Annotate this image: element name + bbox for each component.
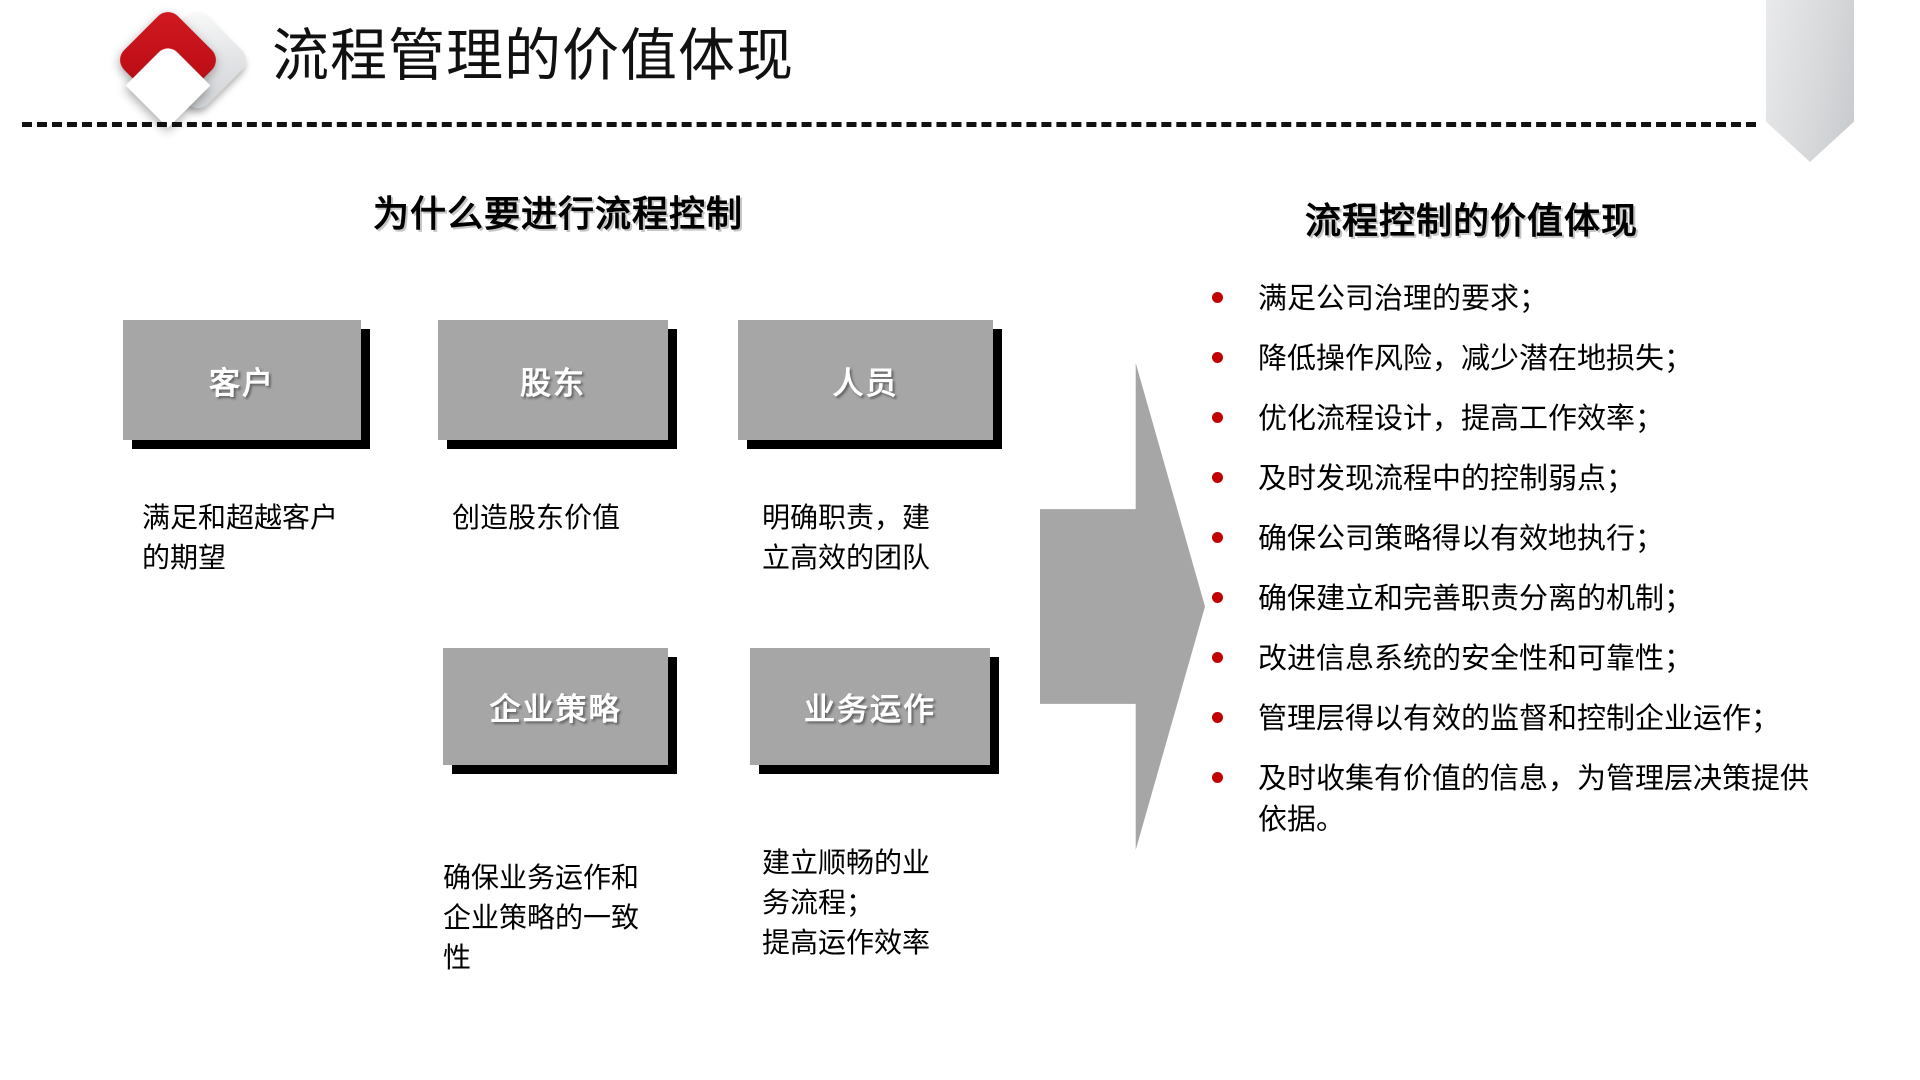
stakeholder-box-label: 客户 xyxy=(209,365,275,402)
right-arrow-icon xyxy=(1040,363,1205,850)
list-item: 及时发现流程中的控制弱点； xyxy=(1212,458,1832,499)
list-item-label: 管理层得以有效的监督和控制企业运作； xyxy=(1258,701,1781,735)
list-item-label: 降低操作风险，减少潜在地损失； xyxy=(1258,341,1694,375)
list-item: 优化流程设计，提高工作效率； xyxy=(1212,398,1832,439)
list-item: 改进信息系统的安全性和可靠性； xyxy=(1212,638,1832,679)
stakeholder-caption-operation: 建立顺畅的业 务流程； 提高运作效率 xyxy=(762,846,931,959)
stakeholder-box-customer[interactable]: 客户 xyxy=(123,320,361,440)
stakeholder-box-staff[interactable]: 人员 xyxy=(738,320,993,440)
list-item-label: 及时发现流程中的控制弱点； xyxy=(1258,461,1636,495)
list-item: 满足公司治理的要求； xyxy=(1212,278,1832,319)
stakeholder-caption-shareholder: 创造股东价值 xyxy=(452,501,621,534)
value-points-list: 满足公司治理的要求； 降低操作风险，减少潜在地损失； 优化流程设计，提高工作效率… xyxy=(1212,278,1832,859)
list-item: 降低操作风险，减少潜在地损失； xyxy=(1212,338,1832,379)
list-item-label: 改进信息系统的安全性和可靠性； xyxy=(1258,641,1694,675)
ribbon-icon xyxy=(1766,0,1854,162)
list-item: 确保公司策略得以有效地执行； xyxy=(1212,518,1832,559)
list-item: 管理层得以有效的监督和控制企业运作； xyxy=(1212,698,1832,739)
slide-header: 流程管理的价值体现 xyxy=(0,0,1920,162)
bullet-icon xyxy=(1212,352,1223,363)
stakeholder-box-strategy[interactable]: 企业策略 xyxy=(443,648,668,765)
bullet-icon xyxy=(1212,532,1223,543)
bullet-icon xyxy=(1212,412,1223,423)
bullet-icon xyxy=(1212,472,1223,483)
list-item-label: 满足公司治理的要求； xyxy=(1258,281,1549,315)
list-item-label: 优化流程设计，提高工作效率； xyxy=(1258,401,1665,435)
bullet-icon xyxy=(1212,772,1223,783)
list-item: 及时收集有价值的信息，为管理层决策提供依据。 xyxy=(1212,758,1832,840)
dashed-divider xyxy=(22,122,1756,127)
brand-logo xyxy=(114,6,260,128)
list-item-label: 确保建立和完善职责分离的机制； xyxy=(1258,581,1694,615)
left-column-heading: 为什么要进行流程控制 xyxy=(373,194,744,235)
stakeholder-box-label: 业务运作 xyxy=(804,692,936,728)
list-item-label: 确保公司策略得以有效地执行； xyxy=(1258,521,1665,555)
stakeholder-caption-strategy: 确保业务运作和 企业策略的一致 性 xyxy=(443,861,640,974)
bullet-icon xyxy=(1212,292,1223,303)
page-title: 流程管理的价值体现 xyxy=(272,23,794,89)
stakeholder-caption-customer: 满足和超越客户 的期望 xyxy=(142,501,339,574)
list-item: 确保建立和完善职责分离的机制； xyxy=(1212,578,1832,619)
stakeholder-box-label: 人员 xyxy=(832,365,899,402)
list-item-label: 及时收集有价值的信息，为管理层决策提供依据。 xyxy=(1258,761,1810,836)
stakeholder-caption-staff: 明确职责，建 立高效的团队 xyxy=(762,501,931,574)
bullet-icon xyxy=(1212,712,1223,723)
stakeholder-box-shareholder[interactable]: 股东 xyxy=(438,320,668,440)
stakeholder-box-label: 股东 xyxy=(520,365,586,402)
stakeholder-box-operation[interactable]: 业务运作 xyxy=(750,648,990,765)
right-column-heading: 流程控制的价值体现 xyxy=(1305,201,1639,242)
bullet-icon xyxy=(1212,592,1223,603)
bullet-icon xyxy=(1212,652,1223,663)
stakeholder-box-label: 企业策略 xyxy=(489,692,622,728)
